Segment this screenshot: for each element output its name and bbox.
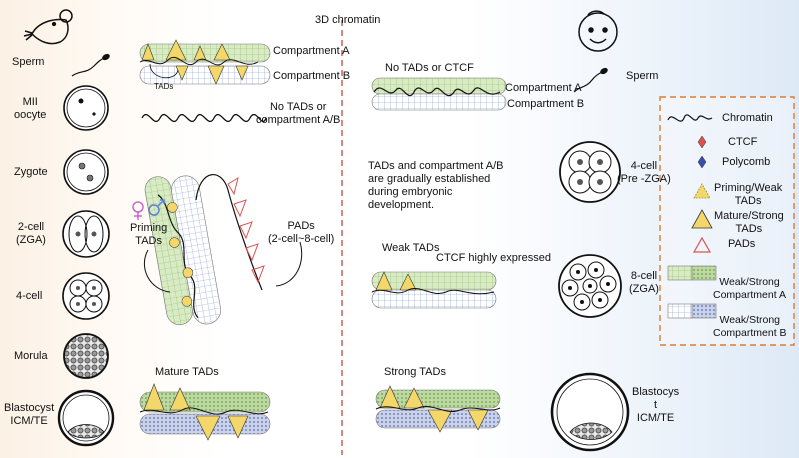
compartment-b-swatch bbox=[667, 303, 717, 319]
mouse-compartment-b-label: Compartment B bbox=[273, 70, 351, 82]
human-sperm-compartments bbox=[371, 77, 507, 111]
ctcf-highly-expressed-label: CTCF highly expressed bbox=[436, 252, 551, 264]
legend-chromatin-label: Chromatin bbox=[722, 112, 773, 124]
human-blastocyst-label: Blastocys t ICM/TE bbox=[632, 386, 680, 424]
legend-ctcf-label: CTCF bbox=[728, 136, 758, 148]
gradual-note: TADs and compartment A/B are gradually e… bbox=[368, 160, 504, 211]
pads-label: PADs (2-cell~8-cell) bbox=[268, 220, 335, 245]
mature-strong-tad-icon bbox=[691, 209, 713, 229]
stage-zygote-label: Zygote bbox=[14, 166, 48, 178]
pad-icon bbox=[692, 236, 712, 253]
mii-note-label: No TADs or compartment A/B bbox=[256, 101, 341, 126]
no-tads-ctcf-label: No TADs or CTCF bbox=[385, 62, 474, 74]
legend-compartment-a-label: Weak/Strong Compartment A bbox=[713, 276, 786, 301]
human-eight-cell-embryo bbox=[558, 254, 622, 318]
priming-tads-label: Priming TADs bbox=[130, 222, 168, 247]
sperm-icon bbox=[71, 53, 110, 77]
human-compartment-b-label: Compartment B bbox=[507, 98, 585, 110]
mii-oocyte-cell bbox=[63, 85, 109, 131]
stage-mii-oocyte-label: MII oocyte bbox=[14, 96, 47, 121]
strong-tads-label: Strong TADs bbox=[384, 366, 446, 378]
ctcf-icon bbox=[697, 135, 707, 149]
priming-weak-tad-icon bbox=[693, 183, 711, 199]
mouse-tads-label: TADs bbox=[154, 82, 174, 91]
female-male-symbols bbox=[132, 199, 165, 220]
mouse-compartment-a-label: Compartment A bbox=[273, 45, 350, 57]
compartment-a-swatch bbox=[667, 265, 717, 281]
stage-blastocyst-label: Blastocyst ICM/TE bbox=[4, 402, 55, 427]
four-cell-embryo bbox=[62, 272, 110, 320]
weak-tads-label: Weak TADs bbox=[382, 242, 440, 254]
legend-mature-strong-label: Mature/Strong TADs bbox=[714, 210, 784, 235]
human-eight-cell-label: 8-cell (ZGA) bbox=[629, 270, 659, 295]
polycomb-icon bbox=[697, 155, 707, 169]
morula-embryo bbox=[63, 333, 109, 379]
mouse-mature-compartments bbox=[139, 383, 271, 441]
human-four-cell-embryo bbox=[559, 141, 621, 203]
priming-tads-structure bbox=[144, 175, 221, 326]
zygote-cell bbox=[63, 149, 109, 195]
stage-sperm-label: Sperm bbox=[12, 56, 45, 68]
human-compartment-a-label: Compartment A bbox=[505, 82, 582, 94]
human-sperm-icon bbox=[573, 67, 608, 93]
stage-morula-label: Morula bbox=[14, 350, 48, 362]
mature-tads-label: Mature TADs bbox=[155, 366, 219, 378]
mouse-icon bbox=[23, 9, 73, 45]
stage-four-cell-label: 4-cell bbox=[16, 290, 43, 302]
two-cell-embryo bbox=[62, 210, 110, 258]
legend-priming-weak-label: Priming/Weak TADs bbox=[714, 182, 783, 207]
mouse-sperm-compartments bbox=[139, 39, 271, 85]
human-weak-compartments bbox=[371, 271, 497, 309]
legend-compartment-b-label: Weak/Strong Compartment B bbox=[713, 314, 787, 339]
chromatin-icon bbox=[667, 114, 713, 122]
baby-face-icon bbox=[578, 10, 618, 52]
human-sperm-label: Sperm bbox=[626, 70, 659, 82]
legend-polycomb-label: Polycomb bbox=[722, 156, 771, 168]
mouse-blastocyst bbox=[57, 389, 115, 447]
human-strong-compartments bbox=[375, 385, 501, 433]
legend-box bbox=[659, 96, 795, 346]
figure-title: 3D chromatin bbox=[315, 14, 381, 26]
human-blastocyst bbox=[550, 372, 630, 452]
stage-two-cell-label: 2-cell (ZGA) bbox=[16, 221, 46, 246]
pad-triangles bbox=[227, 176, 265, 284]
pad-loop bbox=[195, 173, 263, 291]
human-four-cell-label: 4-cell (Pre -ZGA) bbox=[617, 160, 671, 185]
legend-pads-label: PADs bbox=[728, 238, 756, 250]
mii-chromatin bbox=[141, 113, 267, 123]
